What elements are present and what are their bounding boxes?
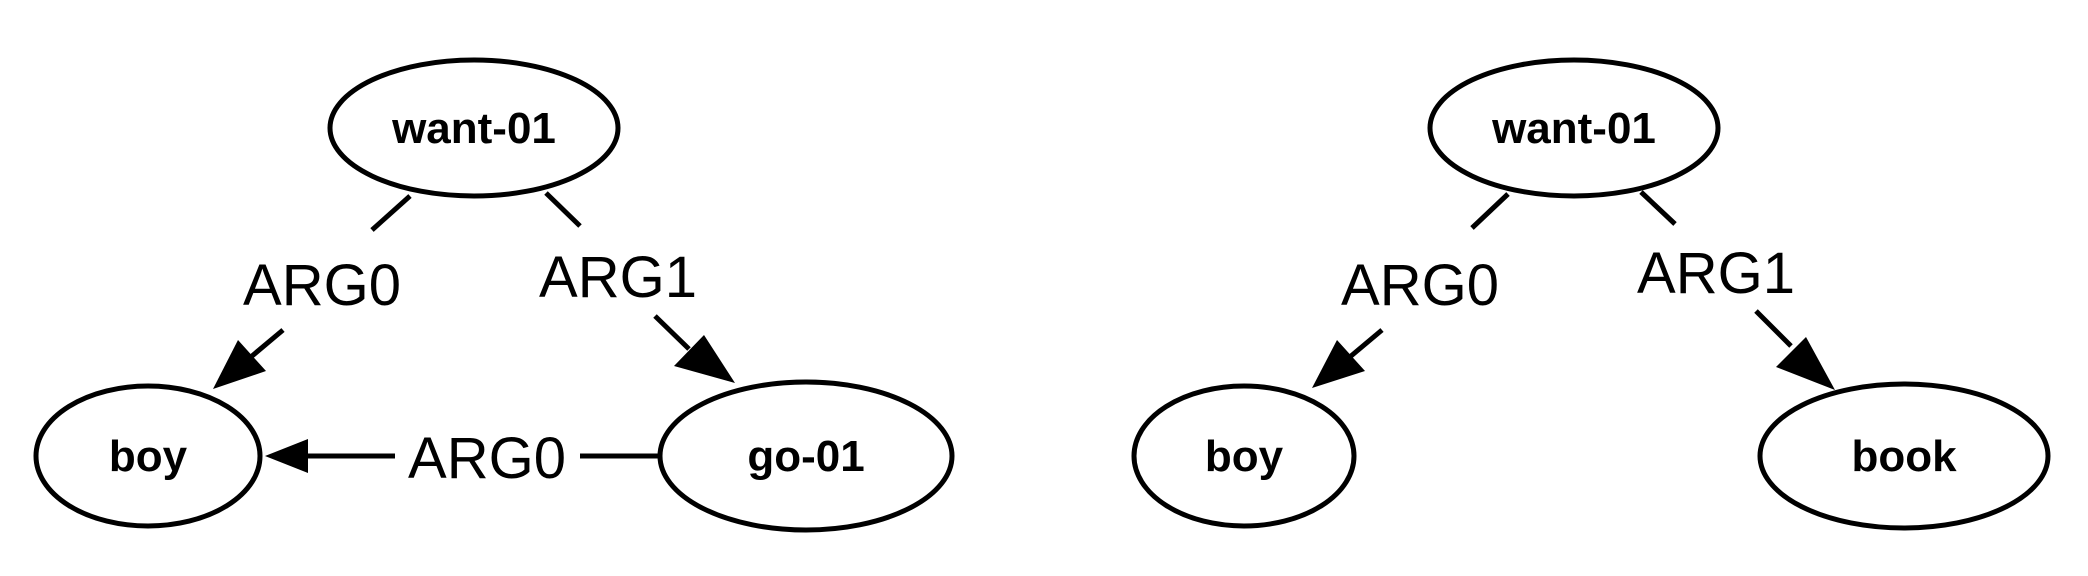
node-book: book: [1757, 381, 2051, 531]
node-label: boy: [1205, 432, 1284, 481]
edge-label: ARG1: [539, 245, 697, 310]
edge-want-to-book: ARG1: [1637, 190, 1835, 390]
arrowhead: [213, 340, 266, 389]
edge-want-to-boy: ARG0: [1312, 192, 1510, 388]
graph-2: ARG0 ARG1 want-01 boy book: [1131, 57, 2051, 531]
edge-line: [370, 194, 412, 232]
node-go-01: go-01: [657, 379, 955, 533]
arrowhead: [1776, 337, 1835, 390]
node-ellipse: [33, 383, 263, 529]
node-label: want-01: [1491, 104, 1656, 153]
edge-want-to-boy: ARG0: [213, 194, 412, 389]
graph-1: ARG0 ARG1 ARG0 want-01 boy go-01: [33, 57, 955, 533]
arrowhead: [674, 335, 735, 383]
node-want-01: want-01: [1427, 57, 1721, 199]
edge-line: [1639, 190, 1677, 226]
node-label: book: [1851, 432, 1957, 481]
node-boy: boy: [33, 383, 263, 529]
edge-line: [250, 328, 285, 358]
node-ellipse: [1427, 57, 1721, 199]
node-ellipse: [1131, 383, 1357, 529]
edge-want-to-go: ARG1: [539, 191, 735, 383]
arrowhead: [1312, 340, 1365, 388]
node-ellipse: [657, 379, 955, 533]
node-want-01: want-01: [327, 57, 621, 199]
node-label: want-01: [391, 104, 556, 153]
edge-line: [653, 314, 691, 351]
edge-label: ARG0: [1341, 253, 1499, 318]
edge-label: ARG0: [243, 253, 401, 318]
edge-go-to-boy: ARG0: [265, 426, 662, 491]
edge-label: ARG0: [408, 426, 566, 491]
node-ellipse: [1757, 381, 2051, 531]
edge-line: [1349, 328, 1384, 358]
node-label: go-01: [747, 432, 864, 481]
edge-line: [1470, 192, 1510, 230]
edge-line: [1754, 309, 1793, 348]
arrowhead: [265, 439, 308, 473]
node-label: boy: [109, 432, 188, 481]
edge-line: [544, 191, 582, 228]
node-ellipse: [327, 57, 621, 199]
edge-label: ARG1: [1637, 241, 1795, 306]
node-boy: boy: [1131, 383, 1357, 529]
